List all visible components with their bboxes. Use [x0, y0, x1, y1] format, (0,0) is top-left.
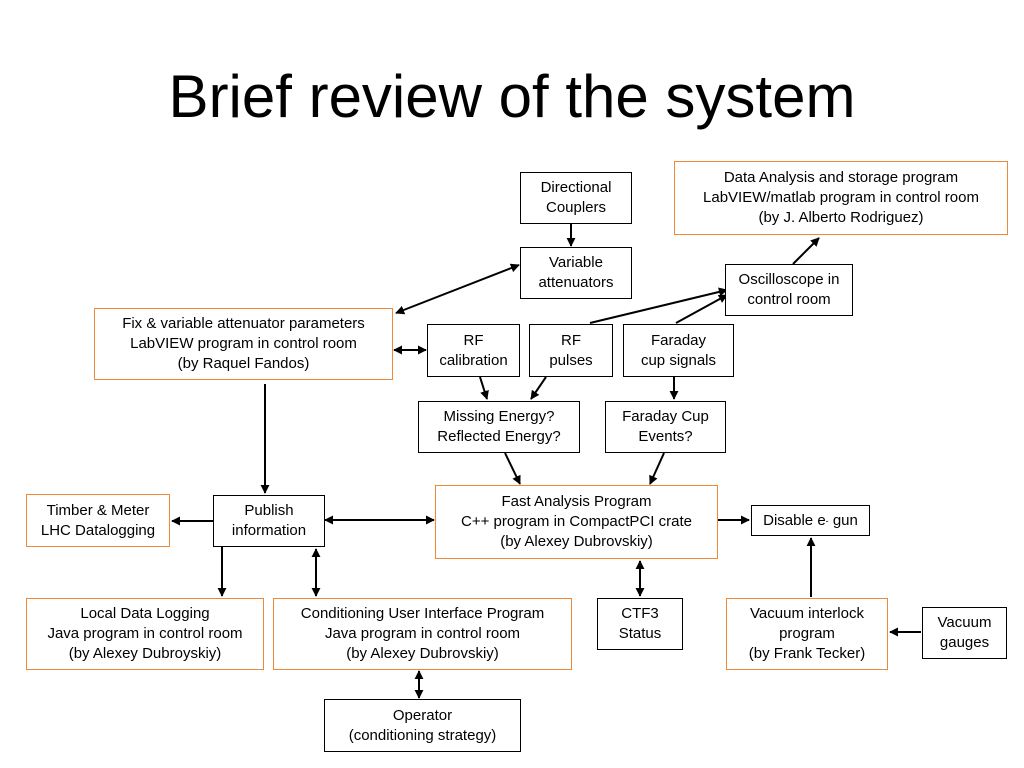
vacuum-gauges-box: Vacuum gauges — [922, 607, 1007, 659]
rf-calibration-box: RF calibration — [427, 324, 520, 377]
oscilloscope-box: Oscilloscope in control room — [725, 264, 853, 316]
faraday-cup-events-box: Faraday Cup Events? — [605, 401, 726, 453]
local-data-logging-box: Local Data Logging Java program in contr… — [26, 598, 264, 670]
publish-information-box: Publish information — [213, 495, 325, 547]
vacuum-interlock-box: Vacuum interlock program (by Frank Tecke… — [726, 598, 888, 670]
slide-title: Brief review of the system — [168, 63, 856, 130]
data-analysis-box: Data Analysis and storage program LabVIE… — [674, 161, 1008, 235]
variable-attenuators-box: Variable attenuators — [520, 247, 632, 299]
arrow-rf-pulses-to-oscilloscope — [589, 287, 728, 324]
missing-energy-box: Missing Energy? Reflected Energy? — [418, 401, 580, 453]
arrow-faraday-signals-to-oscilloscope — [675, 294, 728, 324]
fix-variable-attenuator-box: Fix & variable attenuator parameters Lab… — [94, 308, 393, 380]
disable-gun-box: Disable e- gun — [751, 505, 870, 536]
operator-box: Operator (conditioning strategy) — [324, 699, 521, 752]
timber-datalogging-box: Timber & Meter LHC Datalogging — [26, 494, 170, 547]
rf-pulses-box: RF pulses — [529, 324, 613, 377]
faraday-cup-signals-box: Faraday cup signals — [623, 324, 734, 377]
arrow-pulses-to-missing-energy — [530, 376, 547, 400]
arrow-fix-attenuators-bidirectional — [395, 263, 520, 315]
conditioning-ui-box: Conditioning User Interface Program Java… — [273, 598, 572, 670]
arrow-calibration-to-missing-energy — [479, 376, 489, 400]
arrow-missing-energy-to-fast — [504, 452, 521, 485]
ctf3-status-box: CTF3 Status — [597, 598, 683, 650]
directional-couplers-box: Directional Couplers — [520, 172, 632, 224]
arrow-oscilloscope-to-data-analysis — [792, 237, 820, 265]
fast-analysis-box: Fast Analysis Program C++ program in Com… — [435, 485, 718, 559]
arrow-faraday-events-to-fast — [649, 452, 665, 485]
